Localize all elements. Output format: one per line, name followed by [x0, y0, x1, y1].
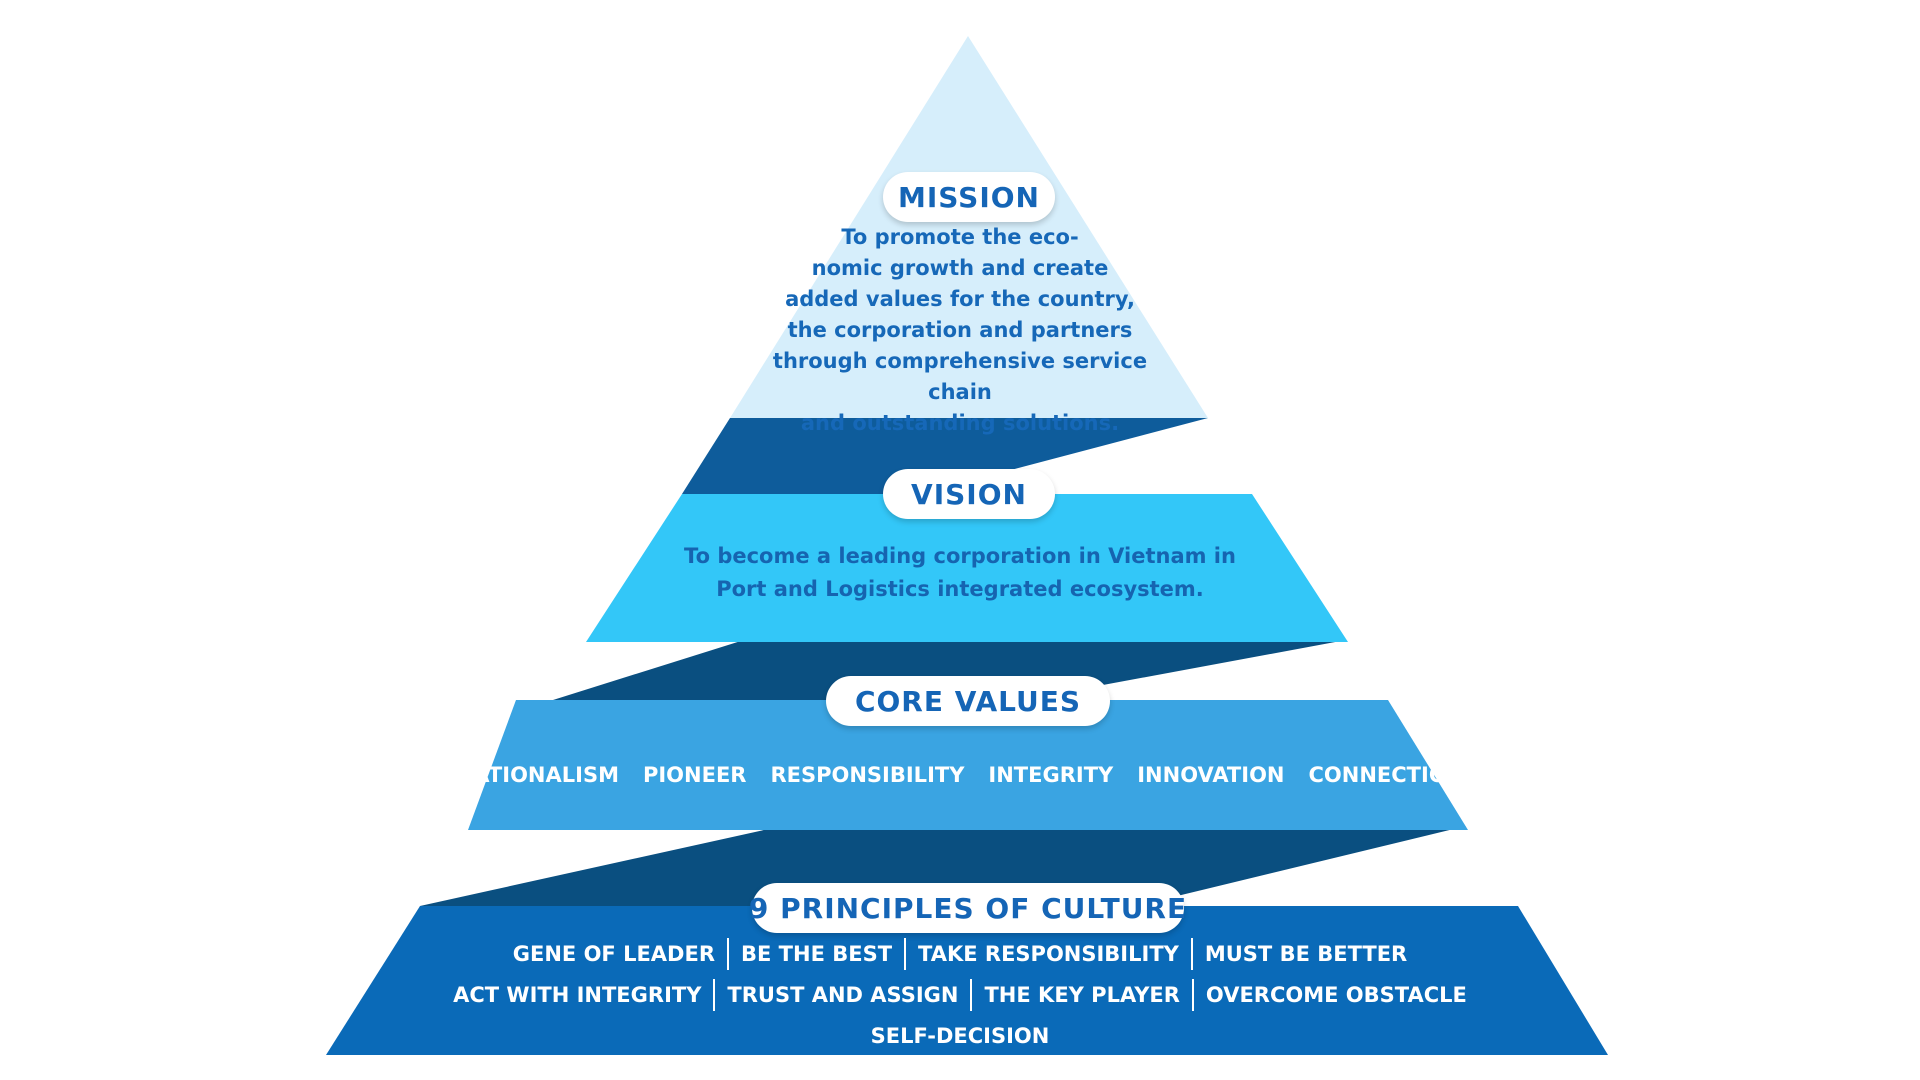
mission-line: To promote the eco-: [841, 225, 1079, 249]
divider: [1190, 938, 1193, 970]
vision-title-badge: VISION: [883, 469, 1055, 519]
vision-title: VISION: [911, 477, 1027, 511]
principles-row: GENE OF LEADER BE THE BEST TAKE RESPONSI…: [330, 937, 1590, 971]
core-values-list: NATIONALISM PIONEER RESPONSIBILITY INTEG…: [456, 757, 1465, 793]
vision-statement: To become a leading corporation in Vietn…: [650, 540, 1270, 606]
mission-statement: To promote the eco- nomic growth and cre…: [740, 222, 1180, 439]
principle-item: GENE OF LEADER: [512, 942, 715, 966]
core-value-item: PIONEER: [642, 763, 747, 787]
tier-vision: [586, 494, 1348, 642]
principle-item: SELF-DECISION: [870, 1024, 1050, 1048]
mission-title-badge: MISSION: [883, 172, 1055, 222]
divider: [713, 979, 716, 1011]
tier-core-values: [468, 700, 1468, 830]
mission-line: added values for the country,: [785, 287, 1135, 311]
principle-item: BE THE BEST: [741, 942, 893, 966]
principles-title: 9 PRINCIPLES OF CULTURE: [748, 891, 1188, 925]
connector-vision-core: [553, 640, 1346, 700]
principle-item: TAKE RESPONSIBILITY: [918, 942, 1179, 966]
vision-line: To become a leading corporation in Vietn…: [684, 544, 1236, 568]
mission-title: MISSION: [897, 180, 1040, 214]
core-values-title-badge: CORE VALUES: [826, 676, 1110, 726]
core-value-item: CONNECTION: [1308, 763, 1465, 787]
principles-title-badge: 9 PRINCIPLES OF CULTURE: [748, 883, 1188, 933]
core-value-item: NATIONALISM: [455, 763, 619, 787]
vision-line: Port and Logistics integrated ecosystem.: [716, 577, 1204, 601]
principles-row: SELF-DECISION: [330, 1019, 1590, 1053]
core-value-item: INNOVATION: [1137, 763, 1285, 787]
core-value-item: INTEGRITY: [988, 763, 1114, 787]
mission-line: through comprehensive service chain: [772, 349, 1148, 404]
principle-item: TRUST AND ASSIGN: [727, 983, 959, 1007]
principle-item: OVERCOME OBSTACLE: [1205, 983, 1467, 1007]
core-value-item: RESPONSIBILITY: [770, 763, 965, 787]
principles-row: ACT WITH INTEGRITY TRUST AND ASSIGN THE …: [330, 978, 1590, 1012]
mission-line: nomic growth and create: [811, 256, 1109, 280]
connector-mission-vision: [682, 418, 1208, 494]
divider: [1191, 979, 1194, 1011]
divider: [727, 938, 729, 970]
principle-item: THE KEY PLAYER: [984, 983, 1180, 1007]
principle-item: MUST BE BETTER: [1204, 942, 1408, 966]
principle-item: ACT WITH INTEGRITY: [453, 983, 702, 1007]
connector-core-principles: [420, 826, 1466, 906]
tier-principles: [326, 906, 1608, 1055]
core-values-title: CORE VALUES: [854, 684, 1082, 718]
tier-mission: [730, 36, 1208, 418]
mission-line: the corporation and partners: [787, 318, 1133, 342]
mission-line: and outstanding solutions.: [800, 411, 1120, 435]
divider: [970, 979, 973, 1011]
divider: [904, 938, 907, 970]
